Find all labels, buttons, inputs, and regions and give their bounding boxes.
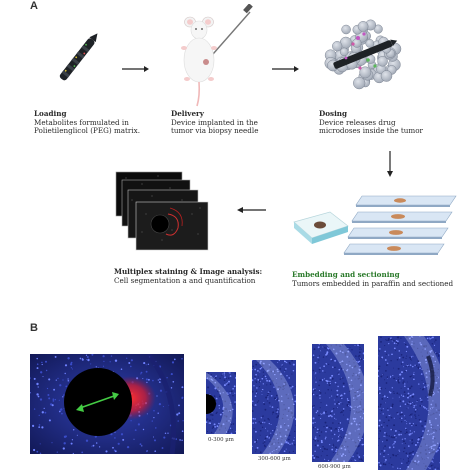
panel-letter-b: B	[30, 322, 38, 334]
step-loading-caption: Loading Metabolites formulated in Poliet…	[34, 109, 141, 136]
tumor-cluster-icon	[324, 19, 402, 90]
step-line: Device implanted in the	[171, 117, 258, 127]
panel-letter-a: A	[30, 0, 38, 12]
step-embedding-caption: Embedding and sectioning Tumors embedded…	[292, 270, 454, 288]
arrow-right-icon	[122, 66, 149, 72]
step-line: Device releases drug	[319, 117, 396, 127]
arrow-left-icon	[237, 207, 266, 213]
slide	[347, 227, 449, 239]
step-line: Cell segmentation a and quantification	[114, 275, 256, 285]
band-label: 300-600 µm	[258, 456, 291, 462]
step-dosing-caption: Dosing Device releases drug microdoses i…	[319, 109, 423, 136]
step-line: tumor via biopsy needle	[171, 126, 259, 136]
step-title: Loading	[34, 109, 67, 118]
band-image-0-300	[206, 372, 236, 434]
arrow-down-icon	[387, 151, 393, 177]
arrow-right-icon	[272, 66, 299, 72]
band-image-900-plus	[378, 336, 440, 470]
embedding-slides-icon	[293, 195, 457, 255]
step-staining-caption: Multiplex staining & Image analysis: Cel…	[114, 267, 263, 285]
step-title: Delivery	[171, 109, 204, 118]
step-title: Embedding and sectioning	[292, 270, 400, 279]
implant-device-icon	[59, 33, 98, 81]
band-image-300-600	[252, 360, 296, 454]
step-title: Dosing	[319, 109, 348, 118]
slide	[343, 243, 445, 255]
slide	[351, 211, 453, 223]
mouse-icon	[181, 4, 253, 107]
band-label: 600-900 µm	[318, 464, 351, 470]
multiplex-image-stack-icon	[115, 171, 209, 251]
band-label: 0-300 µm	[208, 437, 234, 443]
step-title: Multiplex staining & Image analysis:	[114, 267, 263, 276]
fluorescence-overview-image	[30, 354, 184, 454]
step-delivery-caption: Delivery Device implanted in the tumor v…	[171, 109, 259, 136]
slide	[355, 195, 457, 207]
step-line: Metabolites formulated in	[34, 117, 129, 127]
step-line: microdoses inside the tumor	[319, 126, 423, 136]
step-line: Tumors embedded in paraffin and sectione…	[292, 278, 454, 288]
band-image-600-900	[312, 344, 364, 462]
step-line: Polietilenglicol (PEG) matrix.	[34, 126, 141, 136]
